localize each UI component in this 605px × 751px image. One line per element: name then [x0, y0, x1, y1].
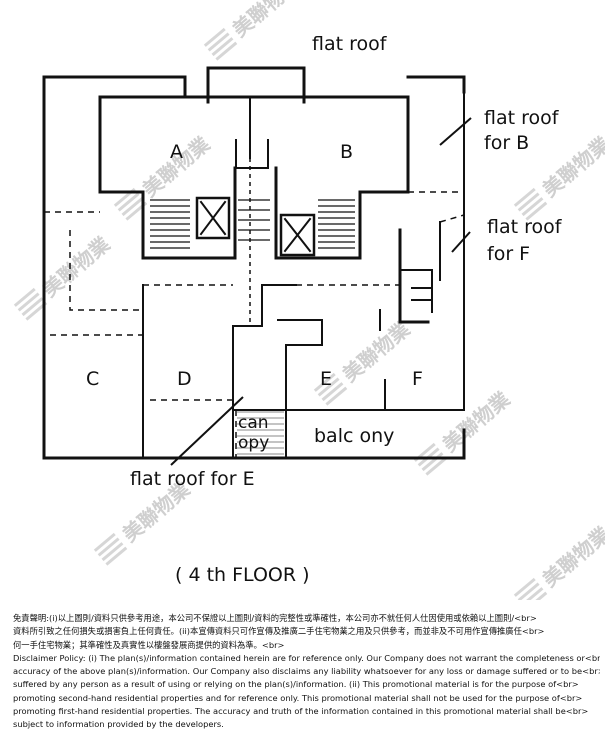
label-canopy-line2: opy [238, 433, 269, 453]
label-flat-roof-b-line1: flat roof [484, 107, 560, 129]
label-flat-roof-f-line1: flat roof [487, 216, 563, 238]
label-unit-c: C [86, 368, 99, 390]
label-balcony: balc ony [314, 425, 394, 447]
dashed-boundaries [44, 158, 465, 458]
watermark: 美聯物業 [313, 316, 415, 406]
disclaimer-line: 資料所引致之任何損失或損害負上任何責任。(ii)本宣傳資料只可作宣傳及推廣二手住… [13, 626, 545, 637]
watermark: 美聯物業 [13, 231, 115, 321]
leader-lines [170, 117, 472, 466]
stair-hatching [150, 199, 355, 249]
watermark-layer: 美聯物業 美聯物業 美聯物業 美聯物業 美聯物業 美聯物業 美聯物業 美聯物業 [13, 0, 605, 600]
disclaimer-line: 免責聲明:(i)以上圖則/資料只供參考用途，本公司不保證以上圖則/資料的完整性或… [13, 613, 537, 623]
label-unit-a: A [170, 141, 183, 163]
label-canopy-line1: can [238, 413, 269, 433]
walls [42, 66, 466, 460]
floor-title: ( 4 th FLOOR ) [175, 564, 310, 586]
watermark-text: 美聯物業 [38, 231, 115, 301]
label-unit-f: F [412, 368, 423, 390]
disclaimer-line: 何一手住宅物業；其準確性及真實性以樓盤發展商提供的資料為準。<br> [13, 639, 285, 650]
watermark: 美聯物業 [113, 131, 215, 221]
disclaimer: 免責聲明:(i)以上圖則/資料只供參考用途，本公司不保證以上圖則/資料的完整性或… [0, 612, 600, 748]
label-unit-d: D [177, 368, 192, 390]
canopy-hatch [237, 411, 284, 455]
watermark-text: 美聯物業 [538, 521, 605, 591]
disclaimer-line: suffered by any person as a result of us… [13, 679, 579, 690]
label-unit-e: E [320, 368, 332, 390]
watermark: 美聯物業 [513, 521, 605, 600]
disclaimer-line: accuracy of the above plan(s)/informatio… [13, 666, 600, 677]
disclaimer-line: promoting first-hand residential propert… [13, 706, 589, 717]
watermark-text: 美聯物業 [338, 316, 415, 386]
watermark: 美聯物業 [203, 0, 305, 61]
label-flat-roof-f-line2: for F [487, 243, 530, 265]
label-flat-roof-e: flat roof for E [130, 468, 255, 490]
watermark-text: 美聯物業 [228, 0, 305, 42]
plan-labels: flat roof flat roof for B flat roof for … [86, 33, 563, 586]
label-flat-roof-b-line2: for B [484, 132, 529, 154]
watermark-text: 美聯物業 [538, 131, 605, 201]
label-unit-b: B [340, 141, 353, 163]
label-flat-roof: flat roof [312, 33, 388, 55]
disclaimer-line: Disclaimer Policy: (i) The plan(s)/infor… [13, 652, 600, 663]
floor-plan: 美聯物業 美聯物業 美聯物業 美聯物業 美聯物業 美聯物業 美聯物業 美聯物業 [13, 0, 605, 600]
disclaimer-line: promoting second-hand residential proper… [13, 692, 583, 703]
disclaimer-line: subject to information provided by the d… [13, 719, 224, 730]
watermark-text: 美聯物業 [438, 386, 515, 456]
